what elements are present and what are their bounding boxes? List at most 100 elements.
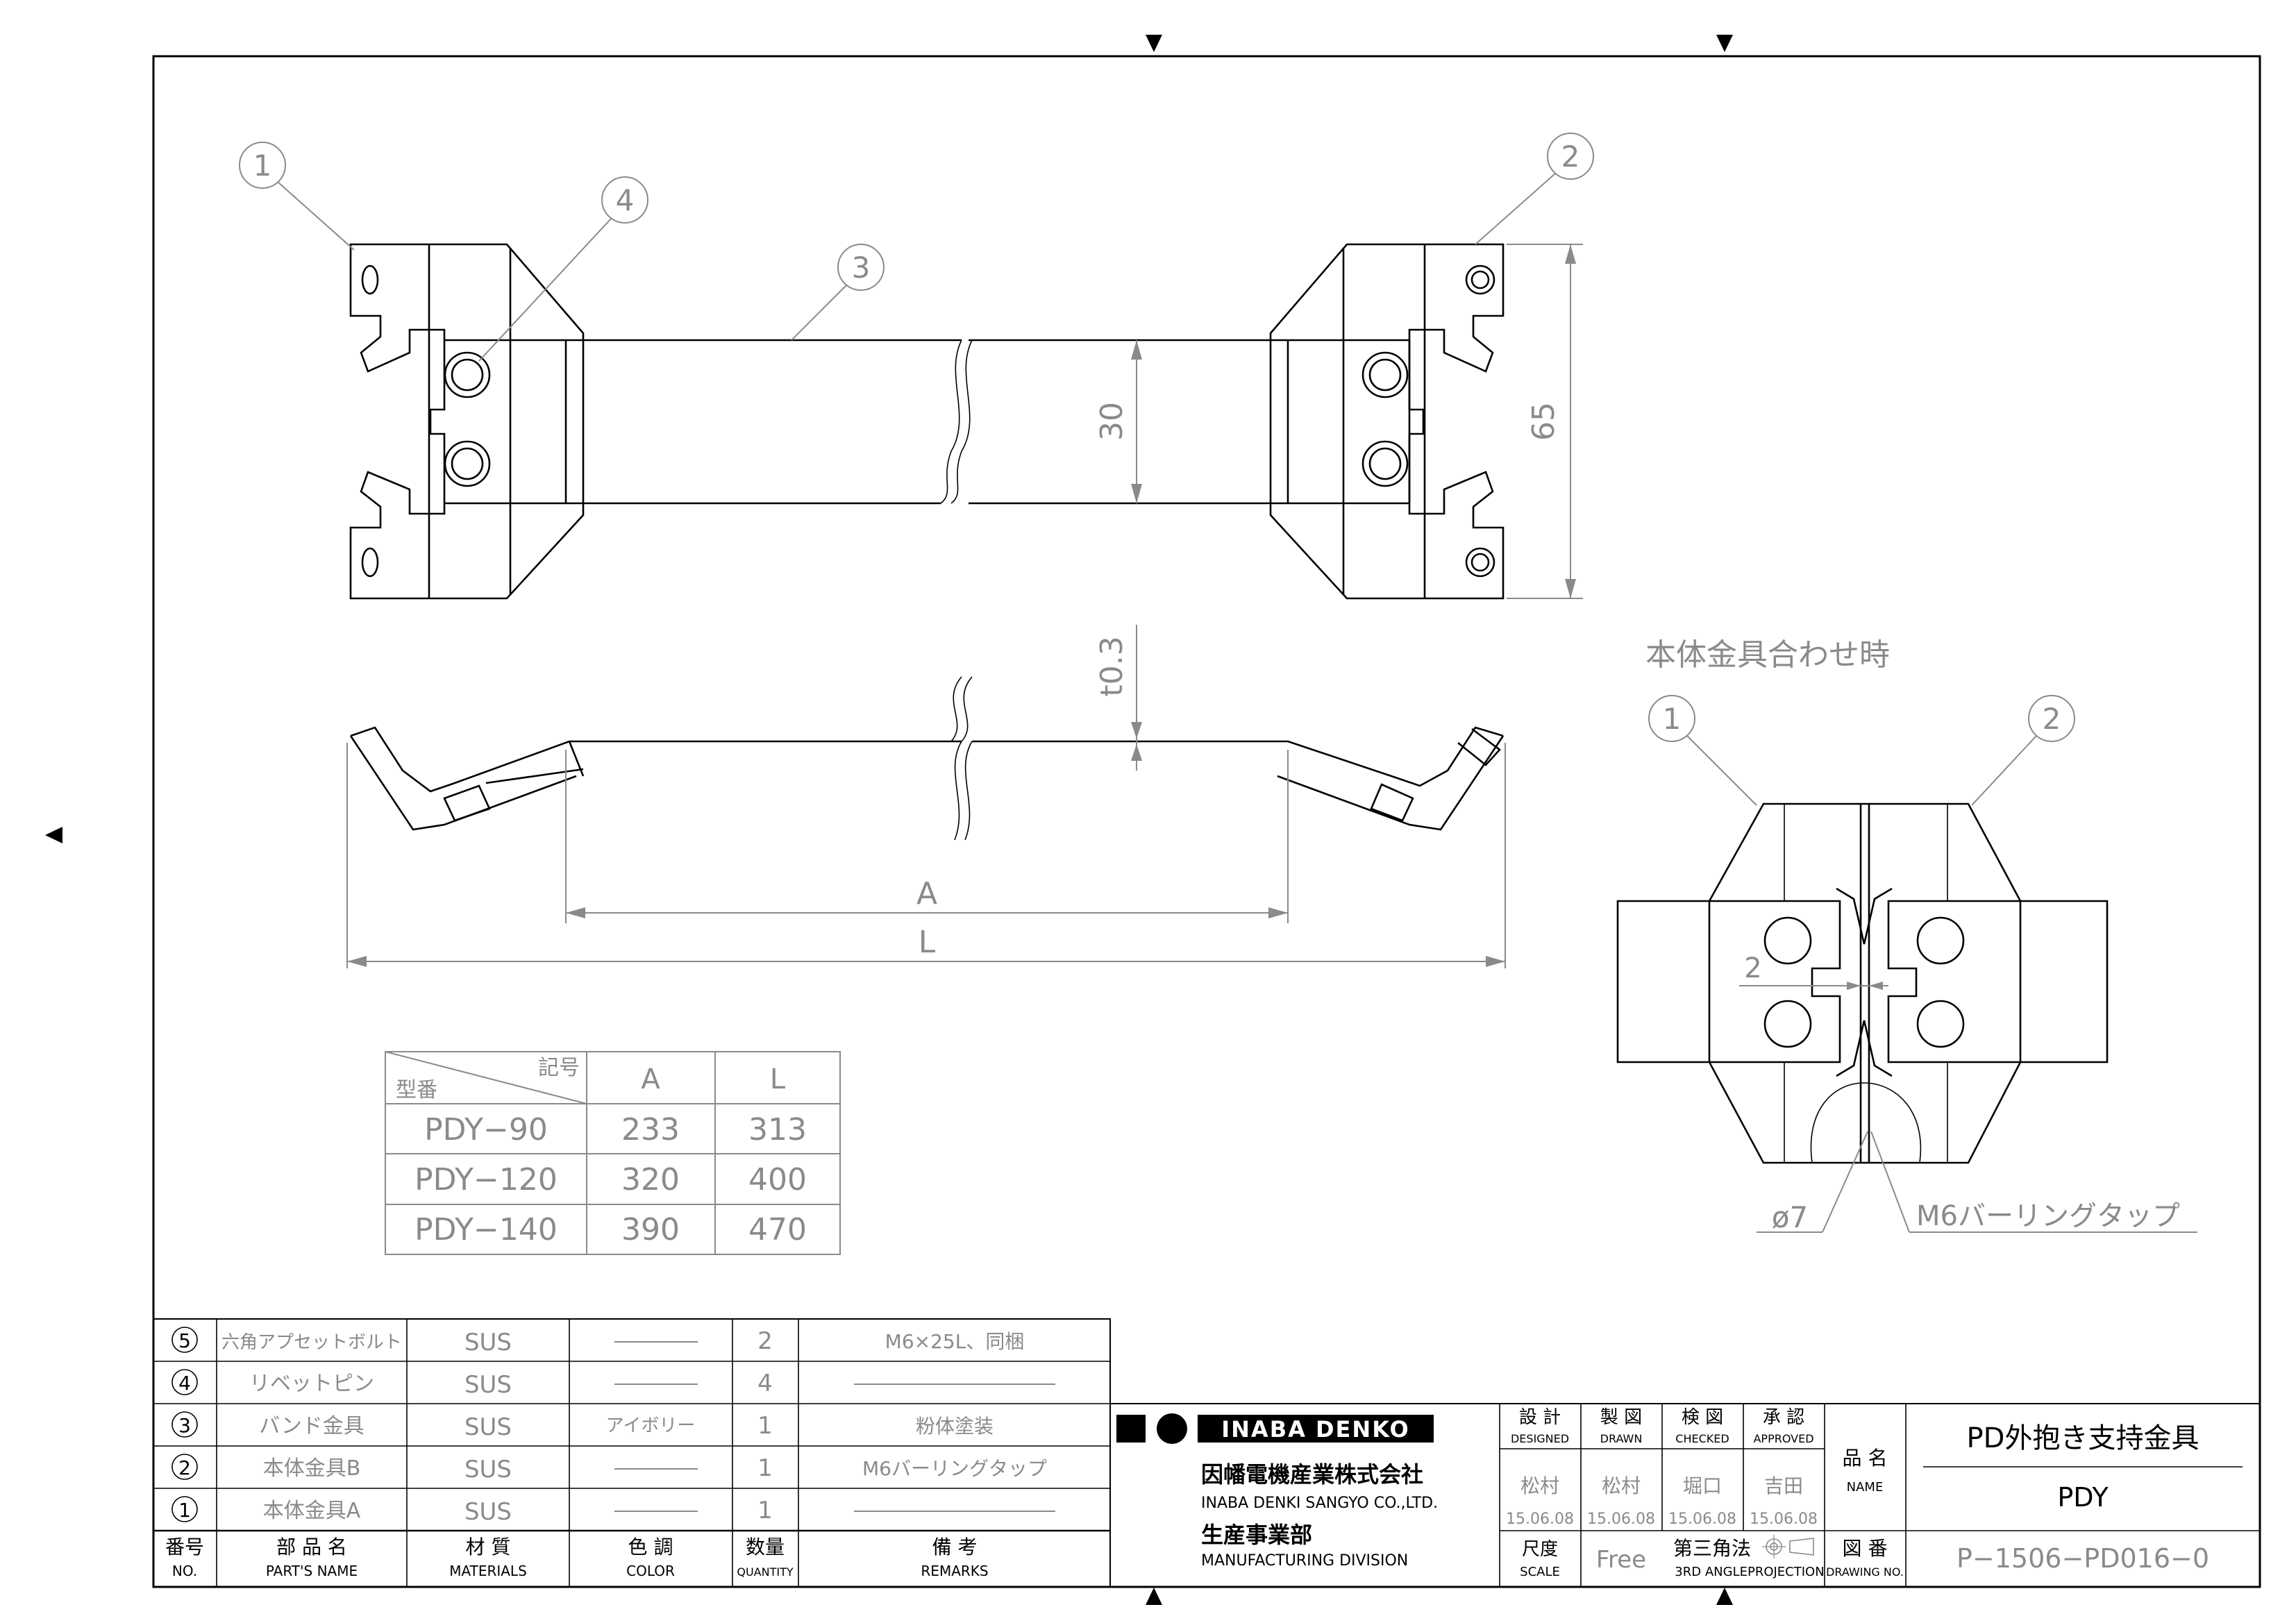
size-table-col-l: L xyxy=(770,1063,786,1095)
product-name: PD外抱き支持金具 xyxy=(1967,1422,2199,1454)
projection-label: 第三角法 xyxy=(1673,1537,1751,1560)
dim-thickness-label: t0.3 xyxy=(1094,636,1130,696)
size-row-2-a: 320 xyxy=(621,1162,680,1197)
size-row-2-model: PDY−120 xyxy=(414,1162,558,1197)
division-jp: 生産事業部 xyxy=(1201,1522,1312,1548)
dim-65-label: 65 xyxy=(1526,402,1561,441)
part-row-2-no: 4 xyxy=(178,1372,191,1395)
size-row-3-l: 470 xyxy=(748,1212,807,1247)
name-label-en: NAME xyxy=(1847,1480,1884,1495)
projection-label-en: 3RD ANGLEPROJECTION xyxy=(1675,1565,1824,1579)
part-row-4-qty: 1 xyxy=(757,1454,773,1482)
balloon-1-label: 1 xyxy=(253,149,272,183)
projection-symbol-icon xyxy=(1762,1535,1814,1558)
part-row-1-no: 5 xyxy=(178,1329,191,1352)
approved-label: 承 認 xyxy=(1763,1407,1804,1428)
part-row-5-qty: 1 xyxy=(757,1497,773,1524)
balloon-3-label: 3 xyxy=(852,251,871,285)
part-row-1-qty: 2 xyxy=(757,1327,773,1355)
drawn-label: 製 図 xyxy=(1600,1407,1642,1428)
parts-list: 5 4 3 2 1 六角アプセットボルト リベットピン バンド金具 本体金具B … xyxy=(153,1318,1111,1588)
hole-diameter-label: ø7 xyxy=(1772,1200,1808,1234)
parts-header-name-en: PART'S NAME xyxy=(266,1563,358,1579)
parts-header-name: 部 品 名 xyxy=(276,1536,347,1558)
part-row-3-name: バンド金具 xyxy=(259,1414,364,1438)
parts-header-qty: 数量 xyxy=(746,1536,785,1558)
part-row-2-material: SUS xyxy=(464,1371,512,1399)
drawing-border xyxy=(152,55,2261,1588)
part-row-3-no: 3 xyxy=(178,1414,191,1437)
dim-a-label: A xyxy=(916,876,937,911)
dimension-labels: 1 2 3 4 1 2 65 30 t0.3 A L 2 ø7 M6バーリングタ… xyxy=(253,140,2180,1234)
checked-label-en: CHECKED xyxy=(1675,1432,1729,1445)
part-row-1-name: 六角アプセットボルト xyxy=(221,1332,402,1353)
size-table-corner-bottom: 型番 xyxy=(396,1078,437,1102)
centering-marks xyxy=(45,35,1733,1605)
part-row-2-name: リベットピン xyxy=(249,1372,374,1396)
part-row-2-qty: 4 xyxy=(757,1370,773,1397)
drawn-date: 15.06.08 xyxy=(1587,1511,1655,1528)
part-row-4-material: SUS xyxy=(464,1456,512,1483)
part-row-4-name: 本体金具B xyxy=(263,1456,361,1481)
balloon-2-label: 2 xyxy=(1561,140,1580,174)
scale-label-en: SCALE xyxy=(1520,1565,1560,1579)
company-name-en: INABA DENKI SANGYO CO.,LTD. xyxy=(1201,1495,1438,1512)
product-model: PDY xyxy=(2057,1482,2109,1513)
company-name-jp: 因幡電機産業株式会社 xyxy=(1201,1461,1423,1488)
scale-value: Free xyxy=(1596,1546,1646,1574)
parts-header-material: 材 質 xyxy=(466,1536,511,1558)
logo-text: INABA DENKO xyxy=(1221,1416,1410,1443)
drawing-no-label-en: DRAWING NO. xyxy=(1826,1565,1904,1579)
parts-header-color: 色 調 xyxy=(628,1536,673,1558)
parts-header-no: 番号 xyxy=(165,1536,204,1558)
checked-label: 検 図 xyxy=(1682,1407,1723,1428)
parts-header-material-en: MATERIALS xyxy=(449,1563,527,1579)
approved-label-en: APPROVED xyxy=(1753,1432,1813,1445)
checked-date: 15.06.08 xyxy=(1668,1511,1736,1528)
size-row-3-a: 390 xyxy=(621,1212,680,1247)
side-view xyxy=(346,625,1506,968)
tap-label: M6バーリングタップ xyxy=(1916,1200,2180,1232)
designed-label-en: DESIGNED xyxy=(1511,1432,1569,1445)
top-view xyxy=(239,133,1594,600)
part-row-5-material: SUS xyxy=(464,1498,512,1526)
title-block: INABA DENKO 因幡電機産業株式会社 INABA DENKI SANGY… xyxy=(1109,1403,2261,1588)
part-row-1-material: SUS xyxy=(464,1329,512,1356)
size-row-1-model: PDY−90 xyxy=(424,1112,548,1147)
combined-balloon-1-label: 1 xyxy=(1663,702,1682,736)
dim-2-label: 2 xyxy=(1744,952,1761,984)
parts-header-color-en: COLOR xyxy=(626,1563,675,1579)
drawn-label-en: DRAWN xyxy=(1600,1432,1643,1445)
scale-label: 尺度 xyxy=(1522,1539,1558,1560)
balloon-4-label: 4 xyxy=(616,183,635,217)
part-row-1-remarks: M6×25L、同梱 xyxy=(885,1330,1025,1353)
part-row-3-color: アイボリー xyxy=(606,1415,696,1436)
parts-header-remarks-en: REMARKS xyxy=(921,1563,988,1579)
combined-view xyxy=(1616,695,2197,1233)
size-row-1-l: 313 xyxy=(748,1112,807,1147)
drawn-by: 松村 xyxy=(1602,1474,1641,1497)
size-row-1-a: 233 xyxy=(621,1112,680,1147)
designed-by: 松村 xyxy=(1520,1474,1559,1497)
size-table-col-a: A xyxy=(641,1063,660,1095)
part-row-5-name: 本体金具A xyxy=(263,1499,361,1523)
dim-l-label: L xyxy=(919,925,936,960)
designed-label: 設 計 xyxy=(1519,1407,1561,1428)
size-row-2-l: 400 xyxy=(748,1162,807,1197)
part-row-3-material: SUS xyxy=(464,1413,512,1441)
part-row-4-remarks: M6バーリングタップ xyxy=(862,1457,1047,1480)
drawing-no-label: 図 番 xyxy=(1843,1537,1888,1560)
size-table: 記号 型番 A L PDY−90 233 313 PDY−120 320 400… xyxy=(385,1051,841,1255)
approved-by: 吉田 xyxy=(1764,1474,1803,1497)
part-row-4-no: 2 xyxy=(178,1456,191,1479)
parts-header-qty-en: QUANTITY xyxy=(737,1565,793,1579)
approved-date: 15.06.08 xyxy=(1750,1511,1818,1528)
size-row-3-model: PDY−140 xyxy=(414,1212,558,1247)
combined-balloon-2-label: 2 xyxy=(2043,702,2061,736)
division-en: MANUFACTURING DIVISION xyxy=(1201,1552,1408,1570)
parts-header-no-en: NO. xyxy=(172,1563,197,1579)
drawing-no: P−1506−PD016−0 xyxy=(1956,1543,2209,1574)
name-label: 品 名 xyxy=(1843,1447,1888,1470)
part-row-3-remarks: 粉体塗装 xyxy=(916,1415,994,1438)
